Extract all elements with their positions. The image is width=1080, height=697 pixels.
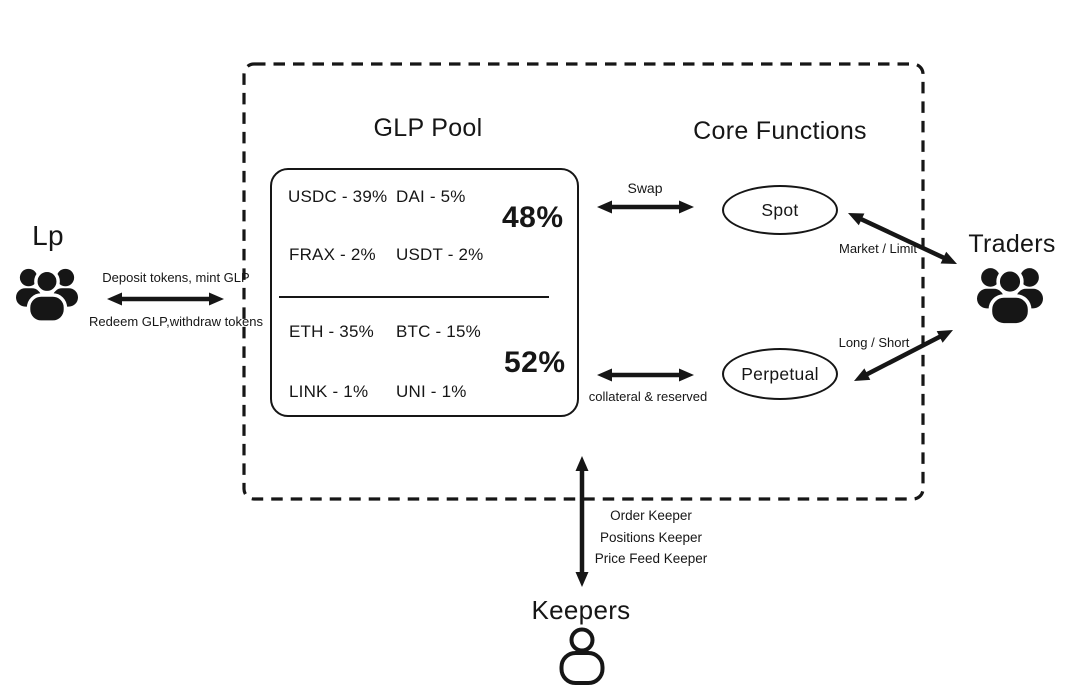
market-limit-arrow xyxy=(848,213,957,264)
glp-pool-box xyxy=(270,168,579,417)
keeper-role: Positions Keeper xyxy=(599,529,703,545)
long-short-arrow xyxy=(854,330,953,381)
keeper-role: Price Feed Keeper xyxy=(594,551,708,566)
keeper-roles-list: Order Keeper Positions Keeper Price Feed… xyxy=(595,505,708,570)
pool-token: BTC - 15% xyxy=(396,322,481,341)
core-functions-title: Core Functions xyxy=(693,117,867,145)
pool-token: FRAX - 2% xyxy=(289,245,376,264)
deposit-label: Deposit tokens, mint GLP xyxy=(102,270,250,285)
lp-label: Lp xyxy=(32,220,64,251)
pool-token: DAI - 5% xyxy=(396,187,466,206)
pool-token: USDT - 2% xyxy=(396,245,484,264)
pool-divider xyxy=(279,296,549,298)
collateral-label: collateral & reserved xyxy=(588,389,708,404)
market-limit-label: Market / Limit xyxy=(838,241,918,256)
traders-label: Traders xyxy=(968,230,1056,258)
traders-people-group-icon xyxy=(977,265,1043,332)
pool-token: UNI - 1% xyxy=(396,382,467,401)
perpetual-node: Perpetual xyxy=(722,348,838,400)
keepers-arrow xyxy=(575,456,589,587)
volatiles-share: 52% xyxy=(504,346,566,379)
spot-node: Spot xyxy=(722,185,838,235)
deposit-redeem-arrow xyxy=(107,292,224,306)
keepers-label: Keepers xyxy=(531,595,631,625)
pool-token: LINK - 1% xyxy=(289,382,369,401)
keeper-person-icon xyxy=(558,627,606,690)
keeper-role: Order Keeper xyxy=(610,508,692,523)
long-short-label: Long / Short xyxy=(838,335,910,350)
pool-token: USDC - 39% xyxy=(288,187,388,206)
spot-node-label: Spot xyxy=(761,199,799,220)
pool-token: ETH - 35% xyxy=(289,322,374,341)
lp-people-group-icon xyxy=(16,265,78,330)
perpetual-node-label: Perpetual xyxy=(741,363,819,384)
collateral-arrow xyxy=(597,368,694,382)
redeem-label: Redeem GLP,withdraw tokens xyxy=(89,314,263,329)
glp-pool-title: GLP Pool xyxy=(373,114,483,142)
swap-arrow xyxy=(597,200,694,214)
swap-label: Swap xyxy=(627,180,663,196)
stables-share: 48% xyxy=(502,201,564,234)
